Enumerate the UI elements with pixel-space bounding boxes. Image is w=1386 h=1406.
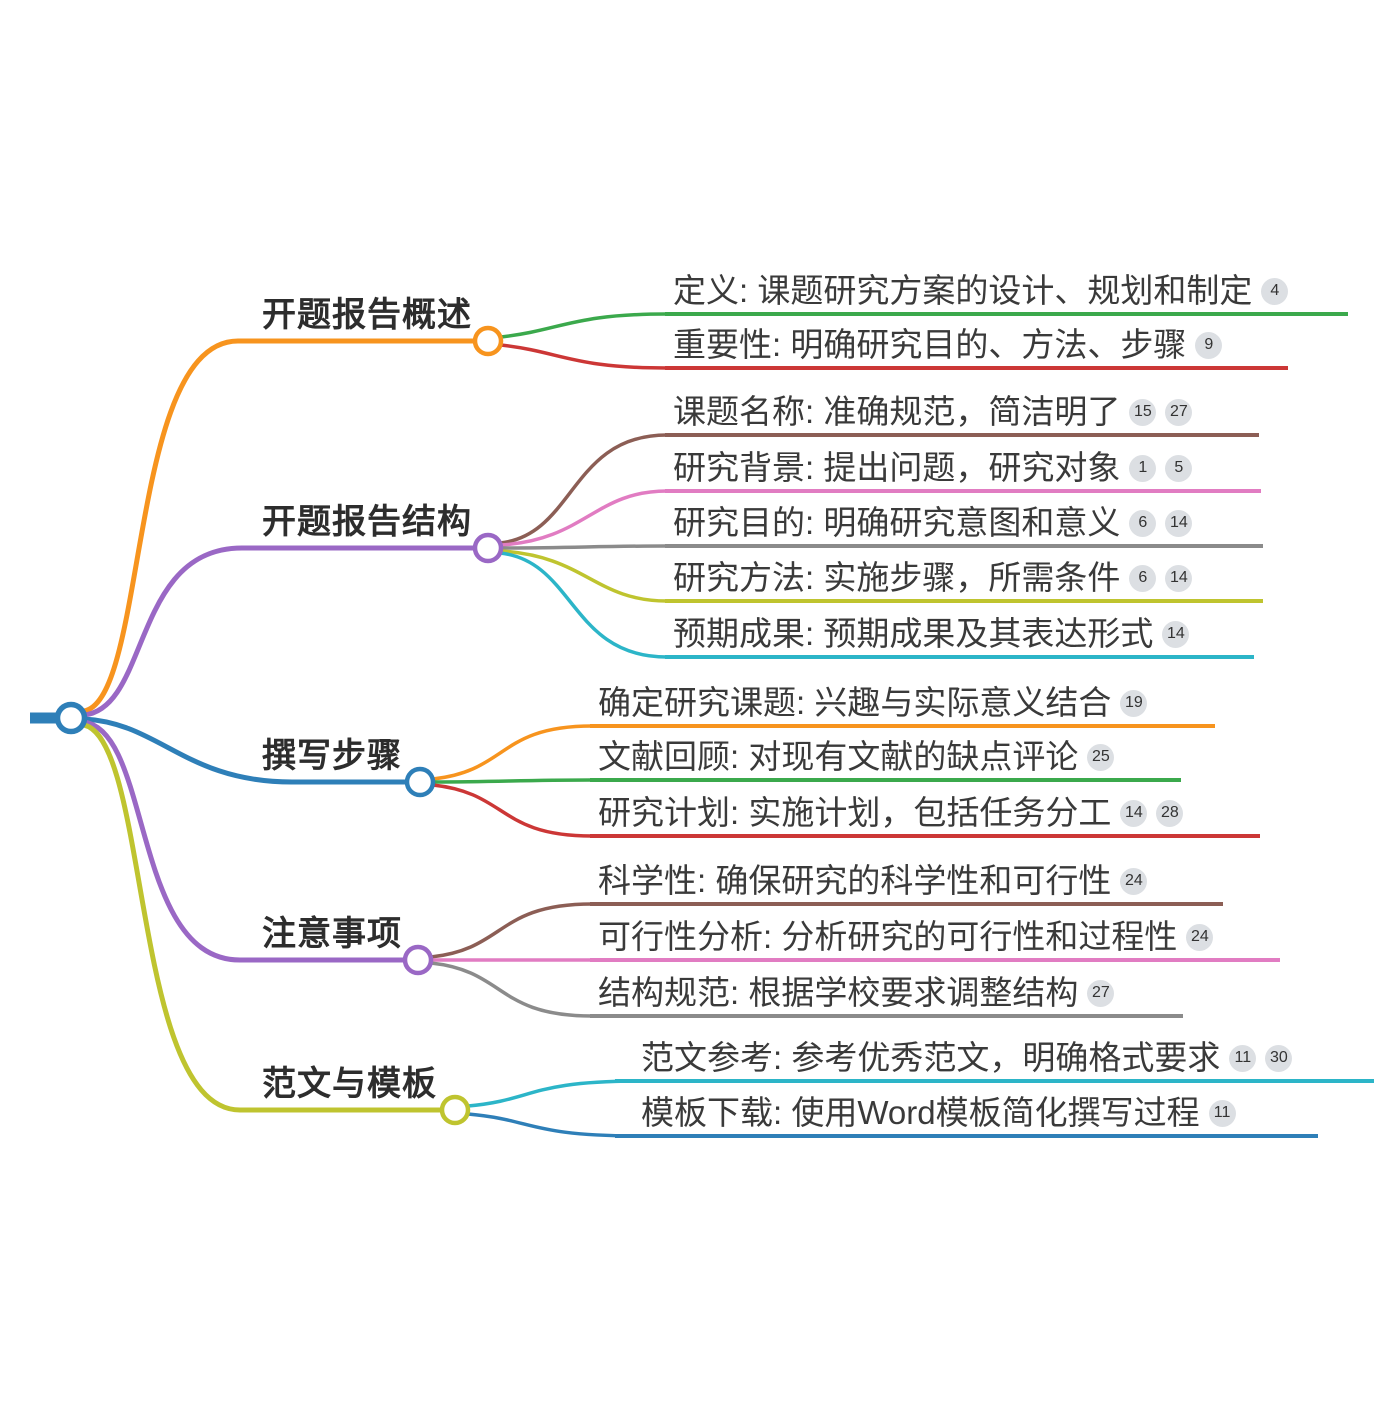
leaf-text: 课题名称: 准确规范，简洁明了 bbox=[673, 393, 1121, 430]
branch-node-overview[interactable] bbox=[472, 325, 504, 357]
leaf-outcome[interactable]: 预期成果: 预期成果及其表达形式 14 bbox=[665, 615, 1254, 659]
connector-literature bbox=[432, 778, 593, 784]
leaf-text: 文献回顾: 对现有文献的缺点评论 bbox=[598, 738, 1079, 775]
count-badge: 27 bbox=[1087, 979, 1115, 1007]
branch-line-overview bbox=[83, 338, 475, 714]
leaf-scientific[interactable]: 科学性: 确保研究的科学性和可行性 24 bbox=[590, 862, 1223, 906]
connector-importance bbox=[500, 343, 668, 370]
count-badge: 1 bbox=[1129, 454, 1157, 482]
branch-node-notes[interactable] bbox=[402, 944, 434, 976]
leaf-text: 研究计划: 实施计划，包括任务分工 bbox=[598, 794, 1112, 831]
leaf-text: 定义: 课题研究方案的设计、规划和制定 bbox=[673, 272, 1253, 309]
count-badge: 9 bbox=[1195, 331, 1223, 359]
leaf-text: 研究方法: 实施步骤，所需条件 bbox=[673, 559, 1121, 596]
count-badge: 14 bbox=[1165, 564, 1193, 592]
count-badge: 4 bbox=[1261, 277, 1289, 305]
leaf-importance[interactable]: 重要性: 明确研究目的、方法、步骤 9 bbox=[665, 326, 1288, 370]
leaf-background[interactable]: 研究背景: 提出问题，研究对象 1 5 bbox=[665, 449, 1261, 493]
branch-label-templates[interactable]: 范文与模板 bbox=[262, 1065, 437, 1103]
count-badge: 11 bbox=[1229, 1044, 1257, 1072]
connector-topic-name bbox=[499, 433, 668, 545]
count-badge: 15 bbox=[1129, 398, 1157, 426]
leaf-definition[interactable]: 定义: 课题研究方案的设计、规划和制定 4 bbox=[665, 272, 1348, 316]
count-badge: 6 bbox=[1129, 509, 1157, 537]
count-badge: 24 bbox=[1120, 867, 1148, 895]
branch-node-templates[interactable] bbox=[439, 1094, 471, 1126]
leaf-text: 结构规范: 根据学校要求调整结构 bbox=[598, 974, 1079, 1011]
leaf-text: 研究背景: 提出问题，研究对象 bbox=[673, 449, 1121, 486]
count-badge: 24 bbox=[1186, 923, 1214, 951]
connector-research-plan bbox=[432, 783, 593, 838]
leaf-text: 确定研究课题: 兴趣与实际意义结合 bbox=[598, 684, 1112, 721]
count-badge: 6 bbox=[1129, 564, 1157, 592]
leaf-text: 重要性: 明确研究目的、方法、步骤 bbox=[673, 326, 1187, 363]
leaf-text: 科学性: 确保研究的科学性和可行性 bbox=[598, 862, 1112, 899]
count-badge: 27 bbox=[1165, 398, 1193, 426]
leaf-template-download[interactable]: 模板下载: 使用Word模板简化撰写过程 11 bbox=[615, 1094, 1318, 1138]
count-badge: 19 bbox=[1120, 689, 1148, 717]
branch-node-structure[interactable] bbox=[472, 532, 504, 564]
count-badge: 11 bbox=[1208, 1099, 1236, 1127]
connector-choose-topic bbox=[432, 724, 593, 781]
branch-node-steps[interactable] bbox=[404, 766, 436, 798]
leaf-text: 范文参考: 参考优秀范文，明确格式要求 bbox=[641, 1039, 1221, 1076]
count-badge: 25 bbox=[1087, 743, 1115, 771]
count-badge: 14 bbox=[1165, 509, 1193, 537]
connector-definition bbox=[500, 312, 668, 339]
leaf-text: 可行性分析: 分析研究的可行性和过程性 bbox=[598, 918, 1178, 955]
branch-label-overview[interactable]: 开题报告概述 bbox=[262, 296, 472, 334]
count-badge: 5 bbox=[1165, 454, 1193, 482]
leaf-choose-topic[interactable]: 确定研究课题: 兴趣与实际意义结合 19 bbox=[590, 684, 1215, 728]
leaf-feasibility[interactable]: 可行性分析: 分析研究的可行性和过程性 24 bbox=[590, 918, 1280, 962]
branch-line-steps bbox=[83, 716, 407, 785]
count-badge: 30 bbox=[1265, 1044, 1293, 1072]
leaf-structure-norm[interactable]: 结构规范: 根据学校要求调整结构 27 bbox=[590, 974, 1183, 1018]
connector-outcome bbox=[499, 551, 668, 659]
connector-purpose bbox=[500, 544, 668, 550]
branch-label-steps[interactable]: 撰写步骤 bbox=[262, 737, 402, 775]
connector-method bbox=[500, 549, 668, 603]
leaf-sample-reference[interactable]: 范文参考: 参考优秀范文，明确格式要求 11 30 bbox=[615, 1039, 1374, 1083]
leaf-text: 预期成果: 预期成果及其表达形式 bbox=[673, 615, 1154, 652]
connector-sample bbox=[467, 1079, 642, 1108]
leaf-method[interactable]: 研究方法: 实施步骤，所需条件 6 14 bbox=[665, 559, 1263, 603]
branch-label-notes[interactable]: 注意事项 bbox=[262, 915, 402, 953]
count-badge: 14 bbox=[1162, 620, 1190, 648]
connector-structure-norm bbox=[430, 961, 593, 1018]
leaf-text: 研究目的: 明确研究意图和意义 bbox=[673, 504, 1121, 541]
branch-label-structure[interactable]: 开题报告结构 bbox=[262, 503, 472, 541]
connector-scientific bbox=[430, 902, 593, 959]
leaf-purpose[interactable]: 研究目的: 明确研究意图和意义 6 14 bbox=[665, 504, 1263, 548]
branch-line-structure bbox=[83, 545, 475, 718]
leaf-research-plan[interactable]: 研究计划: 实施计划，包括任务分工 14 28 bbox=[590, 794, 1260, 838]
leaf-text: 模板下载: 使用Word模板简化撰写过程 bbox=[641, 1094, 1200, 1131]
connector-background bbox=[500, 489, 668, 547]
branch-line-notes bbox=[83, 719, 405, 963]
leaf-topic-name[interactable]: 课题名称: 准确规范，简洁明了 15 27 bbox=[665, 393, 1259, 437]
connector-template-download bbox=[467, 1112, 642, 1138]
count-badge: 14 bbox=[1120, 799, 1148, 827]
count-badge: 28 bbox=[1156, 799, 1184, 827]
leaf-literature[interactable]: 文献回顾: 对现有文献的缺点评论 25 bbox=[590, 738, 1181, 782]
root-node[interactable] bbox=[54, 701, 88, 735]
branch-line-templates bbox=[83, 722, 442, 1113]
